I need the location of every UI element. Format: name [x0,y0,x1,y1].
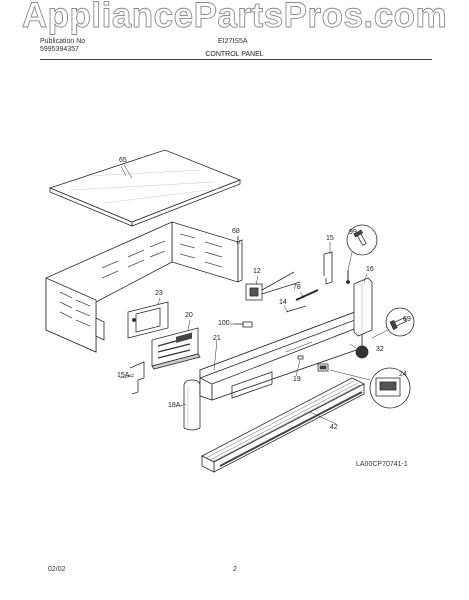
part-15-bracket [323,251,333,285]
part-24-switch-callout [329,367,411,409]
label-20: 20 [185,312,193,319]
part-78-sensor [285,289,319,313]
label-18a: 18A [168,402,181,409]
label-65: 65 [119,157,127,164]
label-68: 68 [232,228,240,235]
part-21-control-panel [199,311,363,401]
label-78: 78 [293,284,301,291]
part-42-vent-trim [201,377,365,473]
label-24: 24 [399,371,407,378]
label-21: 21 [213,335,221,342]
diagram-reference: LA00CP70741-1 [356,461,408,468]
part-69-screw-callout [371,307,415,339]
part-15a-bracket [119,361,145,395]
label-16: 16 [366,266,374,273]
label-100: 100 [218,320,230,327]
label-32: 32 [376,346,384,353]
footer-date: 02/02 [48,566,66,573]
label-23: 23 [155,290,163,297]
label-15a: 15A [117,372,130,379]
part-99-screw-callout [346,224,378,271]
part-65-top-cover [48,149,242,227]
header-pub-number: 5995394357 [40,46,79,53]
label-14: 14 [279,299,287,306]
footer-page-number: 2 [233,566,237,573]
part-68-back-panel [171,221,243,283]
watermark-logo: AppliancePartsPros.com [21,0,448,35]
section-title: CONTROL PANEL [205,51,264,58]
part-12-switch [245,271,301,301]
label-15: 15 [326,235,334,242]
part-20-control-board [151,327,201,370]
label-19: 19 [293,376,301,383]
part-18a-end-cap [183,379,201,431]
header-model: EI27IS5A [218,38,248,45]
header-rule [40,59,432,60]
part-side-frame [45,221,173,353]
part-23-bracket [127,301,169,339]
header-brand: Publication No [40,38,86,45]
part-32-knob [349,343,369,359]
part-16-end-cap [353,277,373,337]
label-69: 69 [403,316,411,323]
label-99: 99 [349,229,357,236]
part-100-connector [234,321,253,328]
label-42: 42 [330,424,338,431]
label-12: 12 [253,268,261,275]
